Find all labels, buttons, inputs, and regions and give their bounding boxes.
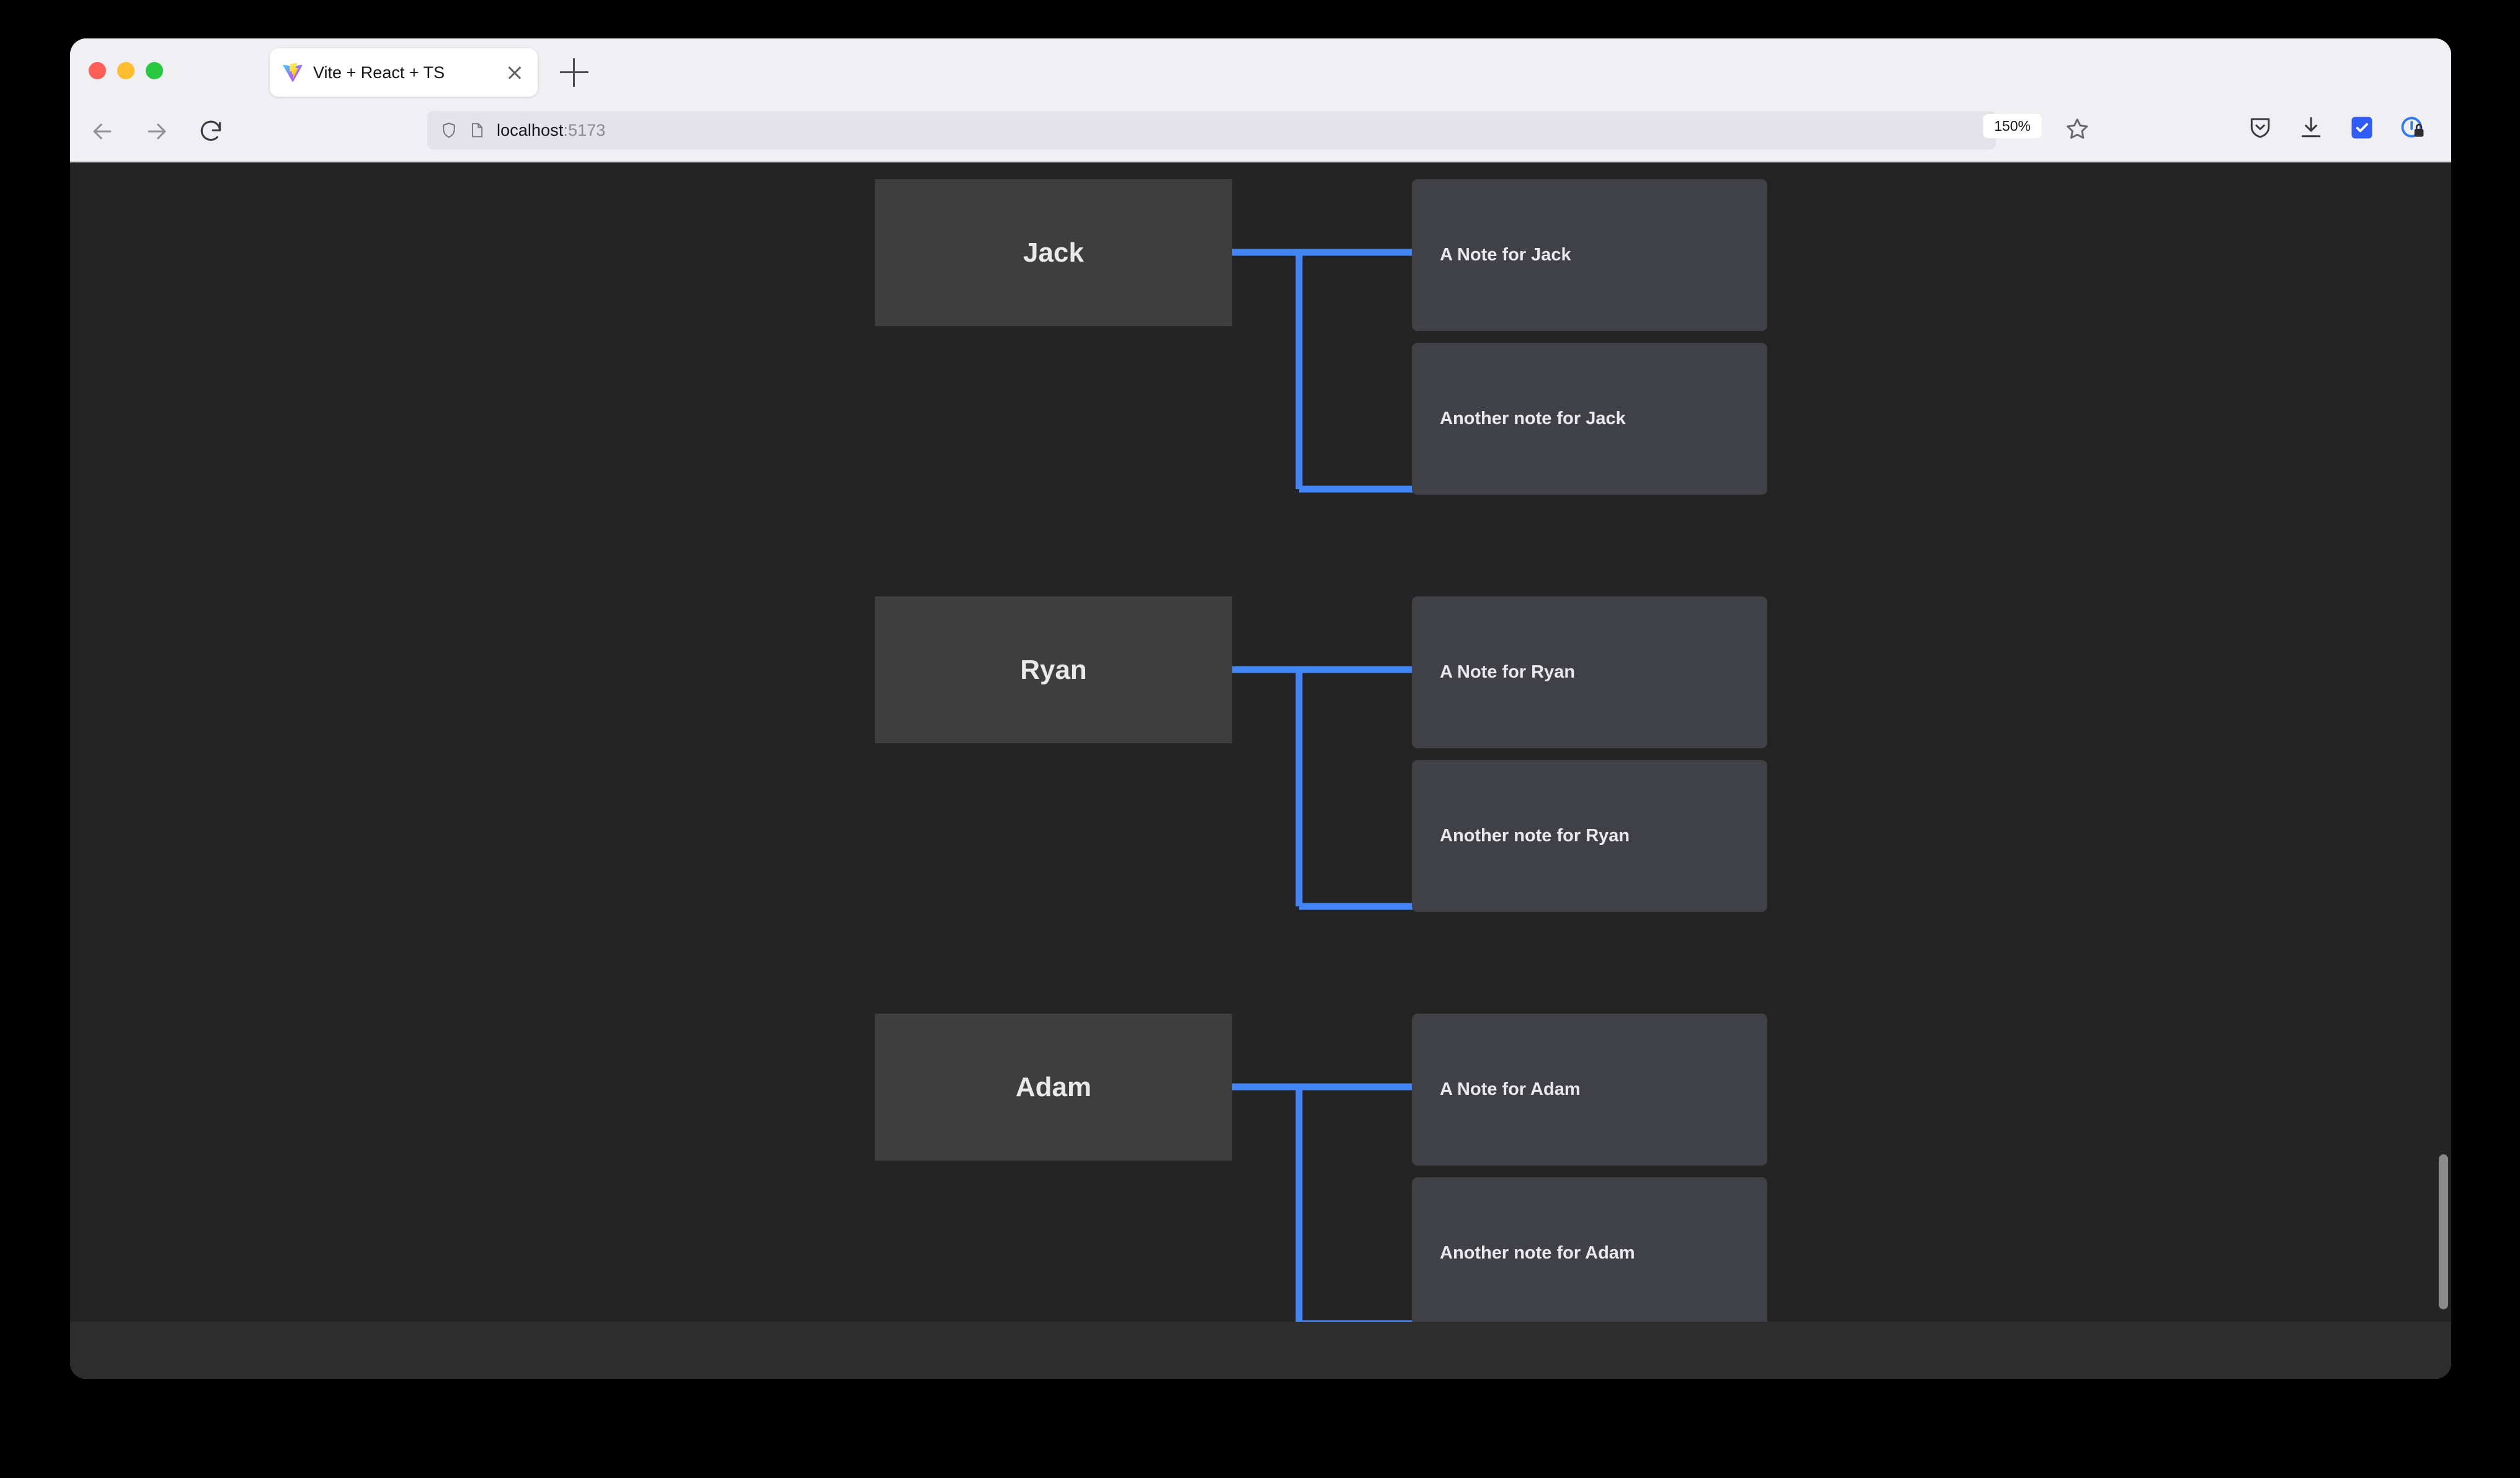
- page-document-icon: [472, 123, 483, 138]
- star-icon[interactable]: [2064, 115, 2091, 143]
- minimize-window-button[interactable]: [117, 62, 135, 79]
- note-text: A Note for Ryan: [1440, 662, 1576, 682]
- back-arrow-icon[interactable]: [89, 118, 116, 145]
- tab-bar: Vite + React + TS: [70, 38, 2451, 100]
- window-traffic-lights: [89, 62, 163, 79]
- pocket-save-icon[interactable]: [2247, 114, 2274, 141]
- person-name: Ryan: [1020, 654, 1087, 685]
- tab-title: Vite + React + TS: [313, 63, 445, 82]
- downloads-icon[interactable]: [2297, 114, 2325, 141]
- url-host: localhost: [497, 120, 564, 139]
- status-bar: [70, 1322, 2451, 1379]
- note-text: Another note for Adam: [1440, 1243, 1635, 1263]
- person-name: Adam: [1015, 1071, 1092, 1102]
- note-text: A Note for Adam: [1440, 1079, 1581, 1099]
- zoom-level-indicator[interactable]: 150%: [1983, 114, 2042, 138]
- note-text: A Note for Jack: [1440, 245, 1571, 265]
- navigation-bar: localhost:5173 150%: [70, 100, 2451, 162]
- privacy-lock-icon[interactable]: [2399, 114, 2426, 141]
- scrollbar-thumb[interactable]: [2439, 1154, 2448, 1309]
- maximize-window-button[interactable]: [146, 62, 163, 79]
- connector-lines: [1232, 1083, 1413, 1322]
- vite-logo-icon: [283, 63, 303, 82]
- shield-icon: [443, 122, 455, 138]
- person-box[interactable]: Ryan: [875, 596, 1232, 743]
- reload-icon[interactable]: [197, 118, 224, 145]
- person-box[interactable]: Jack: [875, 179, 1232, 326]
- extension-blue-icon[interactable]: [2348, 114, 2376, 141]
- person-name: Jack: [1023, 237, 1084, 268]
- new-tab-button[interactable]: [560, 58, 588, 87]
- browser-window: Vite + React + TS: [70, 38, 2451, 1379]
- toolbar-icon-group: [2247, 114, 2451, 141]
- close-window-button[interactable]: [89, 62, 106, 79]
- note-box[interactable]: Another note for Jack: [1412, 343, 1767, 495]
- note-box[interactable]: A Note for Adam: [1412, 1014, 1767, 1166]
- note-text: Another note for Jack: [1440, 409, 1626, 428]
- connector-lines: [1232, 666, 1413, 910]
- color-wheel-icon[interactable]: [2450, 114, 2451, 141]
- browser-tab[interactable]: Vite + React + TS: [270, 48, 538, 97]
- note-box[interactable]: Another note for Ryan: [1412, 760, 1767, 912]
- note-box[interactable]: A Note for Jack: [1412, 179, 1767, 331]
- note-text: Another note for Ryan: [1440, 826, 1630, 846]
- forward-arrow-icon[interactable]: [143, 118, 171, 145]
- connector-lines: [1232, 249, 1413, 493]
- person-box[interactable]: Adam: [875, 1014, 1232, 1161]
- scrollbar[interactable]: [2438, 162, 2451, 1322]
- url-bar[interactable]: localhost:5173: [427, 111, 1996, 149]
- close-icon[interactable]: [504, 62, 525, 83]
- url-port: :5173: [563, 120, 606, 139]
- note-box[interactable]: Another note for Adam: [1412, 1177, 1767, 1322]
- note-box[interactable]: A Note for Ryan: [1412, 596, 1767, 748]
